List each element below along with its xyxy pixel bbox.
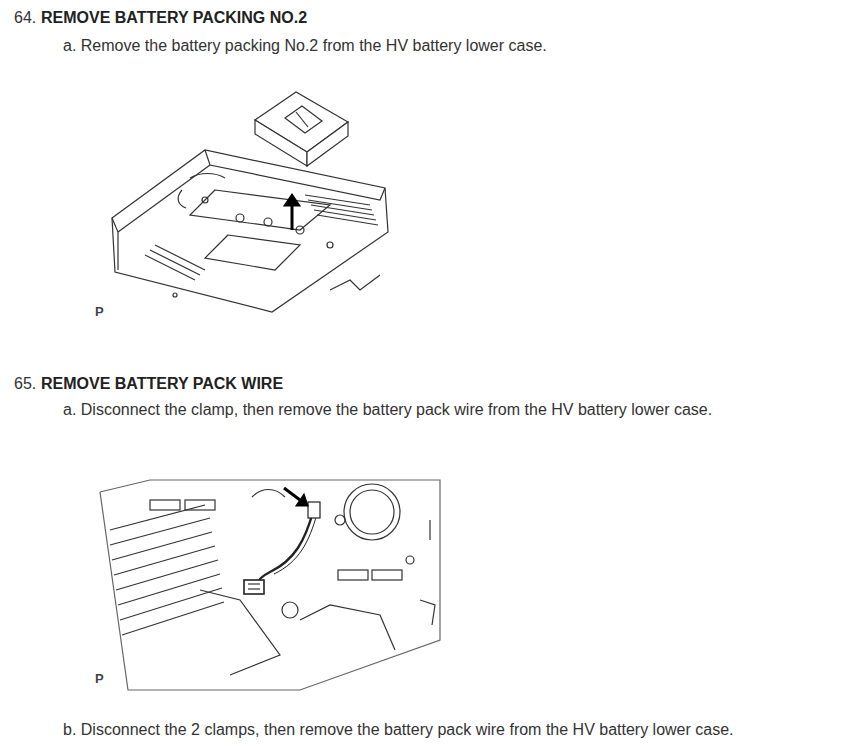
step-number: 65. xyxy=(14,374,36,394)
step-number: 64. xyxy=(14,8,36,28)
instruction-text: b. Disconnect the 2 clamps, then remove … xyxy=(63,720,734,740)
instruction-text: a. Disconnect the clamp, then remove the… xyxy=(63,400,712,420)
step-heading: REMOVE BATTERY PACKING NO.2 xyxy=(41,8,307,28)
battery-case-figure xyxy=(112,92,388,312)
figure-code: P xyxy=(95,302,104,322)
instruction-text: a. Remove the battery packing No.2 from … xyxy=(63,36,547,56)
figure-code: P xyxy=(95,669,104,689)
step-heading: REMOVE BATTERY PACK WIRE xyxy=(41,374,283,394)
battery-wire-figure xyxy=(100,480,440,690)
